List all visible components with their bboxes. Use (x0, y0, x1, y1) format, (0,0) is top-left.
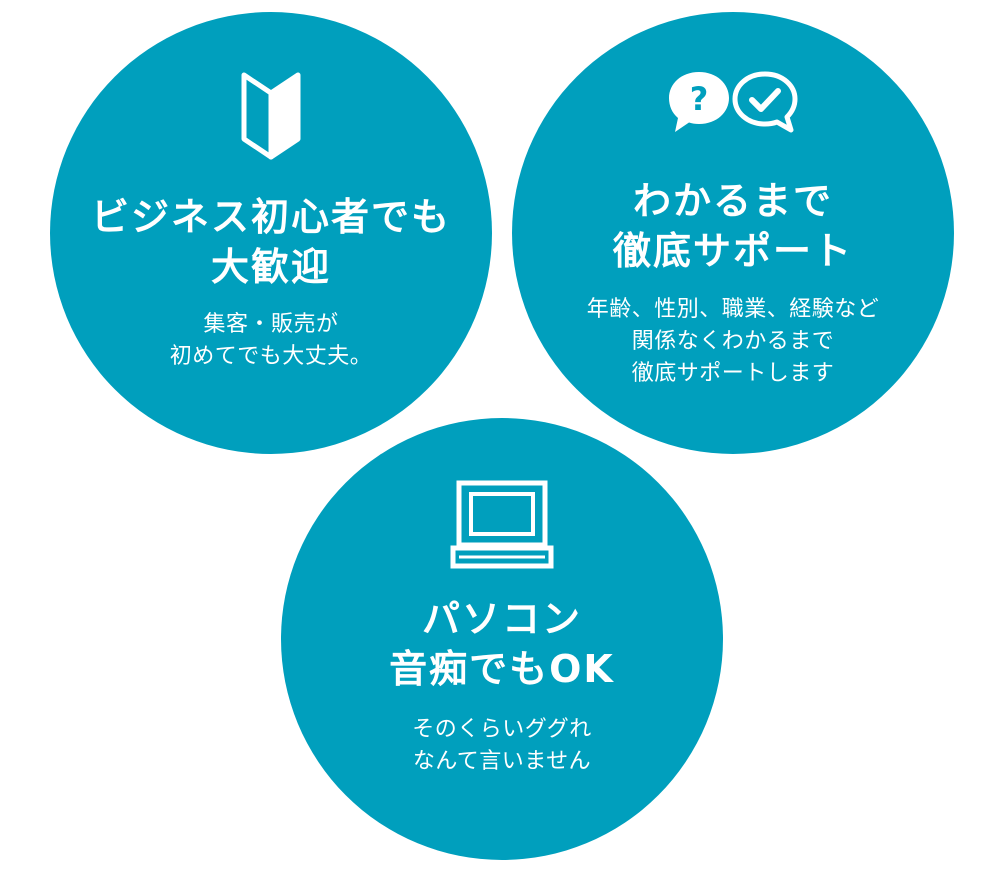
feature-title-line: ビジネス初心者でも (90, 195, 451, 239)
feature-title-line: パソコン (421, 597, 582, 641)
feature-description-line: 徹底サポートします (631, 361, 835, 386)
feature-description-line: 年齢、性別、職業、経験など (586, 297, 880, 322)
feature-title: わかるまで 徹底サポート (512, 176, 954, 276)
feature-description: 集客・販売が 初めてでも大丈夫。 (50, 309, 492, 373)
feature-description-line: 集客・販売が (203, 312, 339, 337)
feature-title: ビジネス初心者でも 大歓迎 (50, 192, 492, 292)
feature-description: そのくらいググれ なんて言いません (281, 714, 723, 778)
feature-description-line: 初めてでも大丈夫。 (169, 344, 373, 369)
beginner-mark-icon (241, 67, 301, 165)
feature-title-line: 音痴でもOK (389, 647, 615, 691)
feature-title: パソコン 音痴でもOK (281, 594, 723, 694)
feature-description: 年齢、性別、職業、経験など 関係なくわかるまで 徹底サポートします (512, 294, 954, 390)
feature-circle-beginner: ビジネス初心者でも 大歓迎 集客・販売が 初めてでも大丈夫。 (50, 12, 492, 454)
feature-title-line: 大歓迎 (210, 245, 331, 289)
feature-title-line: わかるまで (632, 179, 833, 223)
feature-description-line: そのくらいググれ (412, 717, 592, 742)
feature-title-line: 徹底サポート (612, 229, 853, 273)
question-check-chat-icon: ? (665, 68, 801, 142)
laptop-icon (449, 478, 555, 576)
feature-description-line: なんて言いません (412, 749, 592, 774)
feature-circle-support: ? わかるまで 徹底サポート 年齢、性別、職業、経験など 関係なくわかるまで 徹… (512, 12, 954, 454)
feature-description-line: 関係なくわかるまで (631, 329, 835, 354)
svg-text:?: ? (690, 80, 709, 118)
feature-circle-pc: パソコン 音痴でもOK そのくらいググれ なんて言いません (281, 418, 723, 860)
